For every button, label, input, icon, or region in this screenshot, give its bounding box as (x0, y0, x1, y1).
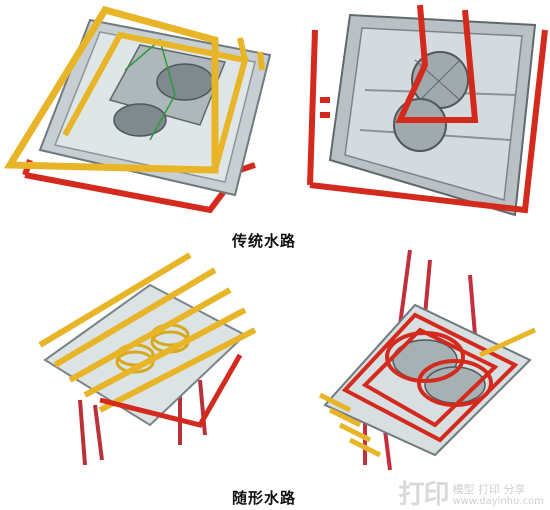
conformal-mold-left (38, 252, 257, 466)
caption-conformal: 随形水路 (232, 489, 297, 507)
traditional-mold-left (3, 5, 272, 214)
traditional-mold-right (307, 4, 548, 217)
watermark-url: www.dayinhu.com (452, 496, 544, 507)
conformal-mold-right (318, 249, 537, 471)
watermark: 打印 模型 打印 分享 www.dayinhu.com (398, 482, 544, 508)
watermark-site-name: 模型 打印 分享 (452, 483, 526, 496)
watermark-logo: 打印 (398, 480, 449, 510)
caption-traditional: 传统水路 (232, 232, 297, 250)
